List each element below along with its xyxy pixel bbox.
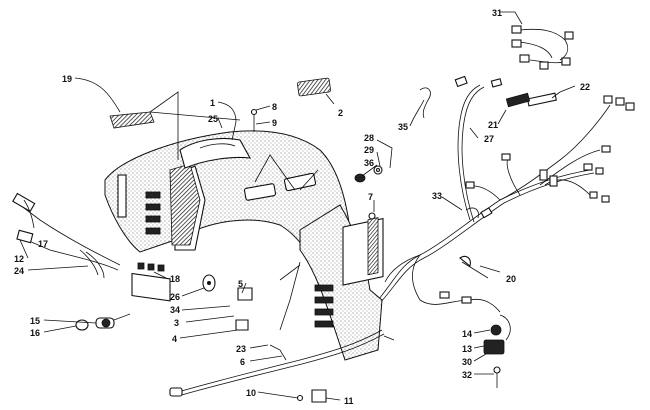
leader-lines: [19, 11, 576, 401]
callout-12: 12: [14, 254, 24, 264]
callout-2: 2: [338, 108, 343, 118]
callout-10: 10: [246, 388, 256, 398]
callout-22: 22: [580, 82, 590, 92]
callout-32: 32: [462, 370, 472, 380]
callout-16: 16: [30, 328, 40, 338]
dash-console: [104, 130, 356, 311]
callout-18: 18: [170, 274, 180, 284]
callout-20: 20: [506, 274, 516, 284]
callout-28: 28: [364, 133, 374, 143]
callout-19: 19: [62, 74, 72, 84]
callout-11: 11: [344, 396, 354, 406]
callout-24: 24: [14, 266, 24, 276]
callout-23: 23: [236, 344, 246, 354]
callout-6: 6: [240, 357, 245, 367]
callout-1: 1: [210, 98, 215, 108]
side-panel: [299, 204, 384, 361]
callout-25: 25: [208, 114, 218, 124]
callout-17: 17: [38, 239, 48, 249]
callout-5: 5: [238, 279, 243, 289]
callout-21: 21: [488, 120, 498, 130]
callout-7: 7: [368, 192, 373, 202]
callout-34: 34: [170, 305, 180, 315]
callout-36: 36: [364, 158, 374, 168]
callout-14: 14: [462, 329, 472, 339]
callout-35: 35: [398, 122, 408, 132]
callout-9: 9: [272, 118, 277, 128]
callout-13: 13: [462, 344, 472, 354]
callout-labels: 31 22 19 1 8 25 9 2 35 21 27 28 29 36 7 …: [14, 8, 590, 406]
callout-8: 8: [272, 102, 277, 112]
callout-4: 4: [172, 334, 177, 344]
callout-3: 3: [174, 318, 179, 328]
callout-29: 29: [364, 145, 374, 155]
callout-33: 33: [432, 191, 442, 201]
callout-30: 30: [462, 357, 472, 367]
wiring-harness: [377, 25, 635, 313]
callout-27: 27: [484, 134, 494, 144]
callout-26: 26: [170, 292, 180, 302]
callout-15: 15: [30, 316, 40, 326]
callout-31: 31: [492, 8, 502, 18]
small-parts: [12, 77, 511, 403]
